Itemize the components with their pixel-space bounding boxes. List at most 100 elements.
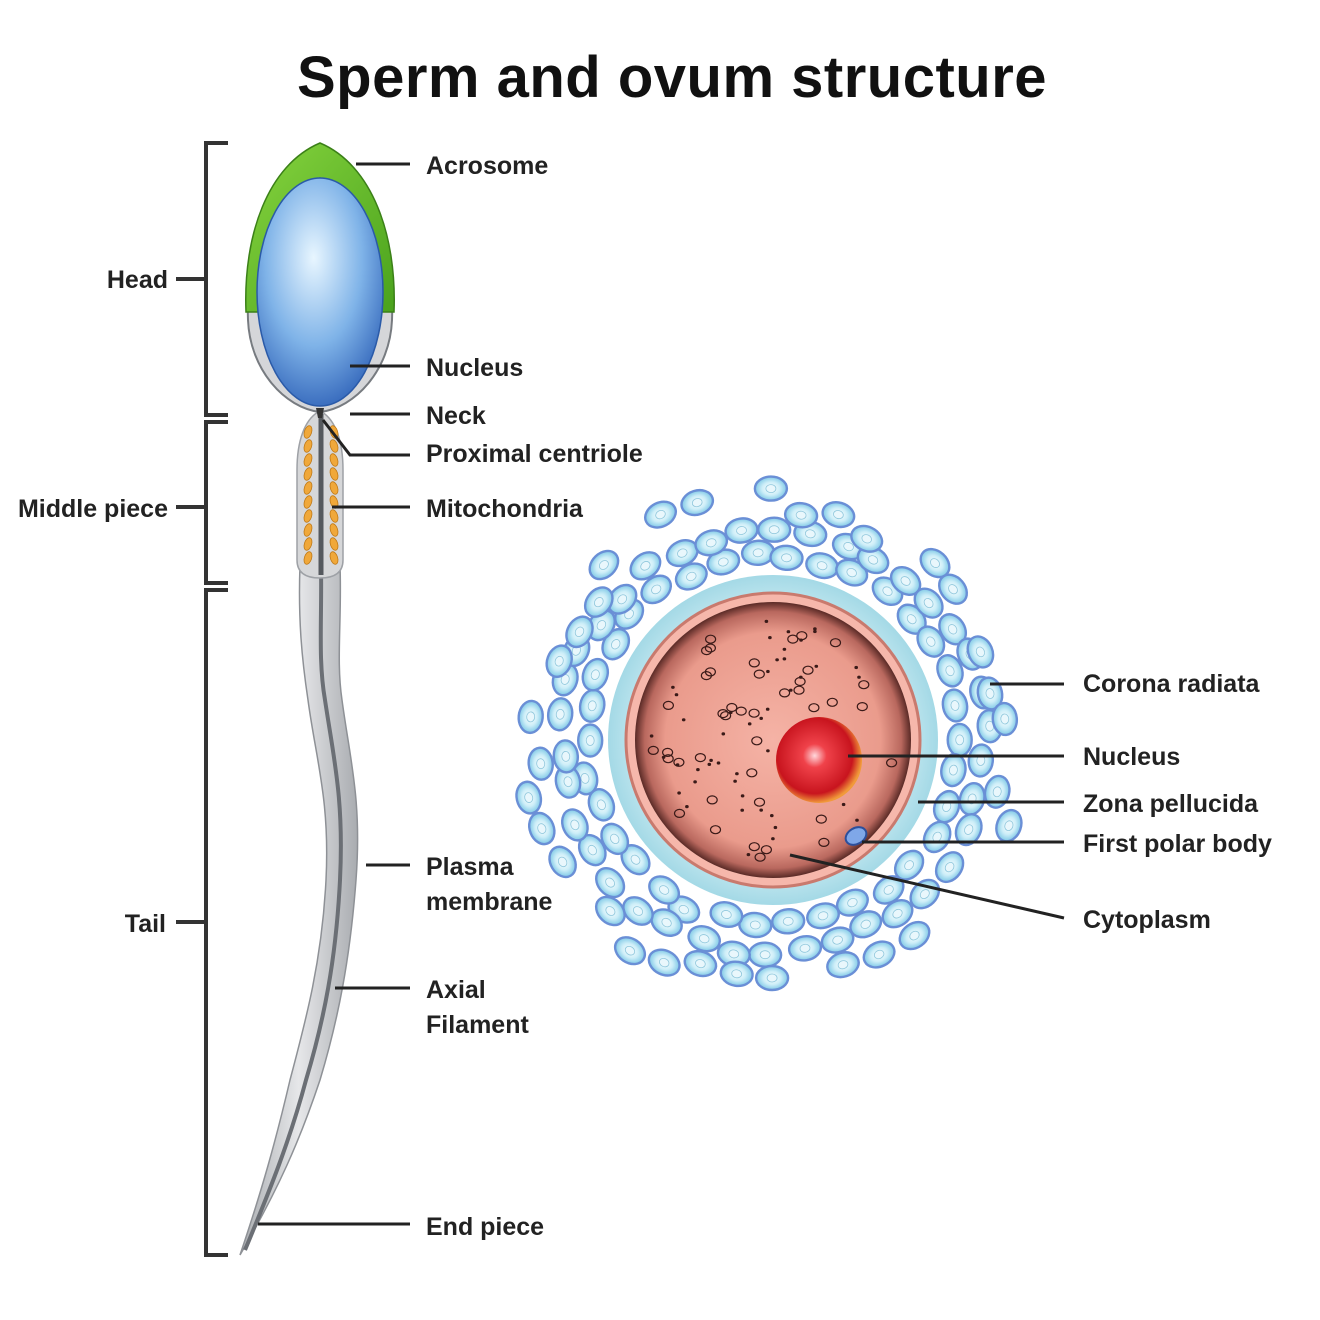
corona-cell (588, 549, 620, 581)
corona-cell-nucleus (611, 639, 621, 650)
granule (717, 708, 729, 719)
granule (794, 676, 806, 687)
granule (818, 837, 830, 848)
corona-cell (694, 529, 729, 557)
corona-cell-nucleus (596, 620, 607, 631)
granule (754, 852, 766, 862)
corona-cell (889, 566, 922, 596)
corona-cell-nucleus (923, 598, 934, 609)
mitochondrion (303, 551, 313, 565)
corona-cell-nucleus (781, 553, 792, 563)
mitochondrion (329, 453, 339, 467)
granule (674, 693, 679, 697)
granule (740, 794, 745, 798)
granule (735, 772, 739, 776)
corona-cell-nucleus (883, 885, 894, 895)
corona-cell (881, 899, 914, 929)
corona-cell (724, 517, 759, 544)
granule (857, 675, 861, 679)
corona-cell (600, 822, 630, 856)
mitochondrion (303, 453, 313, 467)
granule (841, 802, 846, 807)
granule (681, 718, 686, 722)
label-plasma-membrane-line2: membrane (426, 888, 553, 916)
corona-cell-nucleus (955, 734, 965, 746)
corona-cell (934, 851, 965, 884)
granule (829, 638, 842, 648)
corona-cell (647, 948, 681, 977)
granule (694, 752, 707, 763)
label-proximal-centriole: Proximal centriole (426, 440, 643, 468)
corona-cell-nucleus (560, 674, 570, 685)
corona-cell (967, 743, 995, 778)
corona-cell-nucleus (630, 854, 641, 865)
corona-cell (644, 500, 677, 529)
granule (685, 805, 689, 809)
corona-cell-nucleus (557, 856, 568, 868)
corona-cell-nucleus (570, 819, 580, 831)
granule (748, 658, 760, 668)
corona-cell-nucleus (948, 764, 958, 776)
corona-cell-nucleus (698, 934, 710, 944)
corona-cell-nucleus (605, 877, 615, 888)
granule (759, 716, 763, 721)
corona-cell (932, 789, 961, 824)
corona-cell (683, 949, 718, 978)
label-axial-filament-line2: Filament (426, 1011, 529, 1039)
corona-cell-nucleus (948, 584, 958, 595)
granule (719, 711, 732, 721)
corona-cell-nucleus (632, 906, 644, 916)
mitochondrion (329, 481, 339, 495)
mitochondrion (329, 537, 339, 551)
corona-cell (916, 625, 946, 658)
corona-cell-nucleus (728, 949, 740, 959)
corona-cell (862, 940, 896, 969)
granule (815, 814, 827, 824)
granule (765, 707, 770, 711)
corona-cell (687, 925, 722, 953)
label-head: Head (107, 266, 168, 294)
label-tail: Tail (125, 910, 166, 938)
granule (787, 634, 799, 644)
granule (854, 665, 858, 670)
mitochondrion (303, 425, 313, 439)
corona-cell (941, 688, 969, 723)
corona-cell-nucleus (554, 655, 564, 667)
granule (766, 669, 770, 674)
corona-cell-nucleus (817, 911, 829, 921)
granule (764, 619, 769, 624)
mitochondrion (329, 509, 339, 523)
label-ovum-nucleus: Nucleus (1083, 743, 1180, 771)
corona-cell-nucleus (677, 548, 688, 558)
corona-cell (545, 644, 573, 678)
corona-cell (595, 866, 626, 899)
corona-cell-nucleus (736, 526, 747, 535)
corona-cell-nucleus (919, 889, 930, 900)
corona-cell (849, 910, 883, 939)
corona-cell (806, 902, 840, 930)
granule (740, 808, 744, 812)
corona-cell-nucleus (524, 792, 534, 803)
granule (649, 734, 654, 738)
corona-cell-nucleus (1004, 820, 1014, 831)
corona-cell-nucleus (846, 568, 857, 578)
corona-cell (940, 752, 967, 788)
corona-cell-nucleus (691, 498, 703, 508)
granule (855, 818, 859, 822)
corona-cell (528, 811, 556, 846)
sperm-tail (239, 564, 359, 1256)
corona-cell-nucleus (659, 885, 670, 895)
granule (709, 758, 713, 763)
corona-cell-nucleus (617, 594, 628, 605)
corona-cell (606, 583, 638, 615)
corona-cell (991, 701, 1019, 737)
granule (789, 688, 793, 692)
corona-cell-nucleus (860, 919, 871, 929)
granule (786, 630, 791, 634)
ovum-cell (515, 475, 1023, 992)
corona-cell-nucleus (593, 597, 604, 608)
mitochondrion (329, 467, 339, 481)
corona-radiata (515, 475, 1023, 992)
corona-cell-nucleus (765, 484, 777, 494)
